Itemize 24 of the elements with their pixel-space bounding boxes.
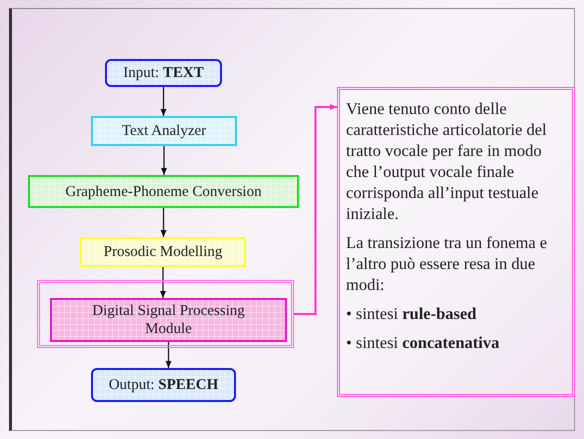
node-text: Text Analyzer xyxy=(122,122,206,140)
arrow xyxy=(166,342,172,368)
node-text: Grapheme-Phoneme Conversion xyxy=(65,182,262,200)
frame-box xyxy=(37,280,294,348)
process-box xyxy=(91,116,237,146)
process-box xyxy=(28,175,299,208)
arrow xyxy=(161,146,167,175)
node-text: Viene tenuto conto delle caratteristiche articolatorie del tratto vocale per fare in modo che l’output vocale finale corrisponda all’input testuale iniziale. xyxy=(346,98,548,224)
node-text: Prosodic Modelling xyxy=(104,243,222,261)
arrow xyxy=(160,208,166,237)
arrow xyxy=(160,87,166,116)
node-text: La transizione tra un fonema e l’altro può essere resa in due modi: xyxy=(346,232,548,295)
process-box xyxy=(80,237,246,267)
node-text: Digital Signal Processing Module xyxy=(91,302,246,338)
node-text: • sintesi concatenativa xyxy=(346,332,500,353)
node-text: Output: SPEECH xyxy=(108,376,218,394)
process-box xyxy=(50,298,287,342)
node-text: Input: TEXT xyxy=(123,64,204,82)
node-text: • sintesi rule-based xyxy=(346,303,478,324)
arrow xyxy=(294,104,337,315)
process-box xyxy=(91,368,236,402)
arrow xyxy=(160,267,166,298)
process-box xyxy=(105,59,222,87)
note-box xyxy=(337,87,575,397)
